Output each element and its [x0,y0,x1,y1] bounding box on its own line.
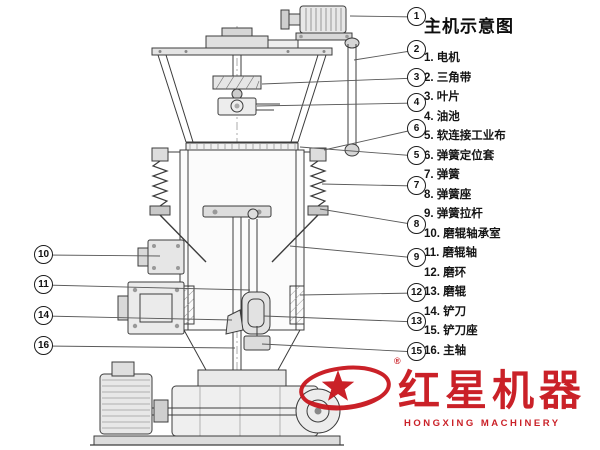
registered-mark: ® [394,356,401,366]
legend-item: 14. 铲刀 [424,305,467,318]
callout-7: 7 [407,176,426,195]
legend-item: 11. 磨辊轴 [424,247,478,259]
callout-10: 10 [34,245,53,264]
callout-4: 4 [407,93,426,112]
cloth-connection-drawing [185,142,299,151]
callout-1: 1 [407,7,426,26]
callout-9: 9 [407,248,426,267]
legend-item: 12. 磨环 [424,266,467,279]
leader-lines [43,15,418,353]
hongxing-star-logo-icon [299,365,391,411]
watermark: ® 红星机器 HONGXING MACHINERY [298,352,600,448]
callout-2: 2 [407,40,426,59]
legend-item: 7. 弹簧 [424,169,460,181]
page-title: 主机示意图 [424,17,514,36]
legend-item: 8. 弹簧座 [424,188,472,201]
callout-3: 3 [407,68,426,87]
analyzer-hood-drawing [151,27,333,143]
callout-13: 13 [407,312,426,331]
callout-16: 16 [34,336,53,355]
legend-item: 4. 油池 [424,110,460,123]
callout-12: 12 [407,283,426,302]
callout-8: 8 [407,215,426,234]
bearing-housing-drawing [117,239,185,335]
brand-name-english: HONGXING MACHINERY [404,418,561,429]
legend-item: 13. 磨辊 [424,286,467,298]
legend-item: 6. 弹簧定位套 [424,149,495,162]
legend-list: 1. 电机 2. 三角带 3. 叶片 4. 油池 5. 软连接工业布 6. 弹簧… [424,49,598,361]
bottom-motor-drawing [99,361,153,435]
callout-14: 14 [34,306,53,325]
legend-item: 15. 铲刀座 [424,325,478,337]
legend-item: 5. 软连接工业布 [424,130,506,142]
roller-assembly-drawing [179,205,305,372]
callout-5: 5 [407,146,426,165]
brand-name-chinese: 红星机器 [398,367,587,414]
callout-15: 15 [407,342,426,361]
shovel-drawing [225,309,271,351]
legend-item: 16. 主轴 [424,344,467,357]
legend-item: 3. 叶片 [424,91,460,103]
callout-6: 6 [407,119,426,138]
legend-item: 2. 三角带 [424,71,472,84]
legend-item: 9. 弹簧拉杆 [424,208,483,220]
spring-assembly-drawing [149,147,329,263]
legend-panel: 主机示意图 1. 电机 2. 三角带 3. 叶片 4. 油池 5. 软连接工业布… [424,12,598,361]
legend-item: 10. 磨辊轴承室 [424,227,501,240]
legend-item: 1. 电机 [424,52,460,64]
callout-11: 11 [34,275,53,294]
